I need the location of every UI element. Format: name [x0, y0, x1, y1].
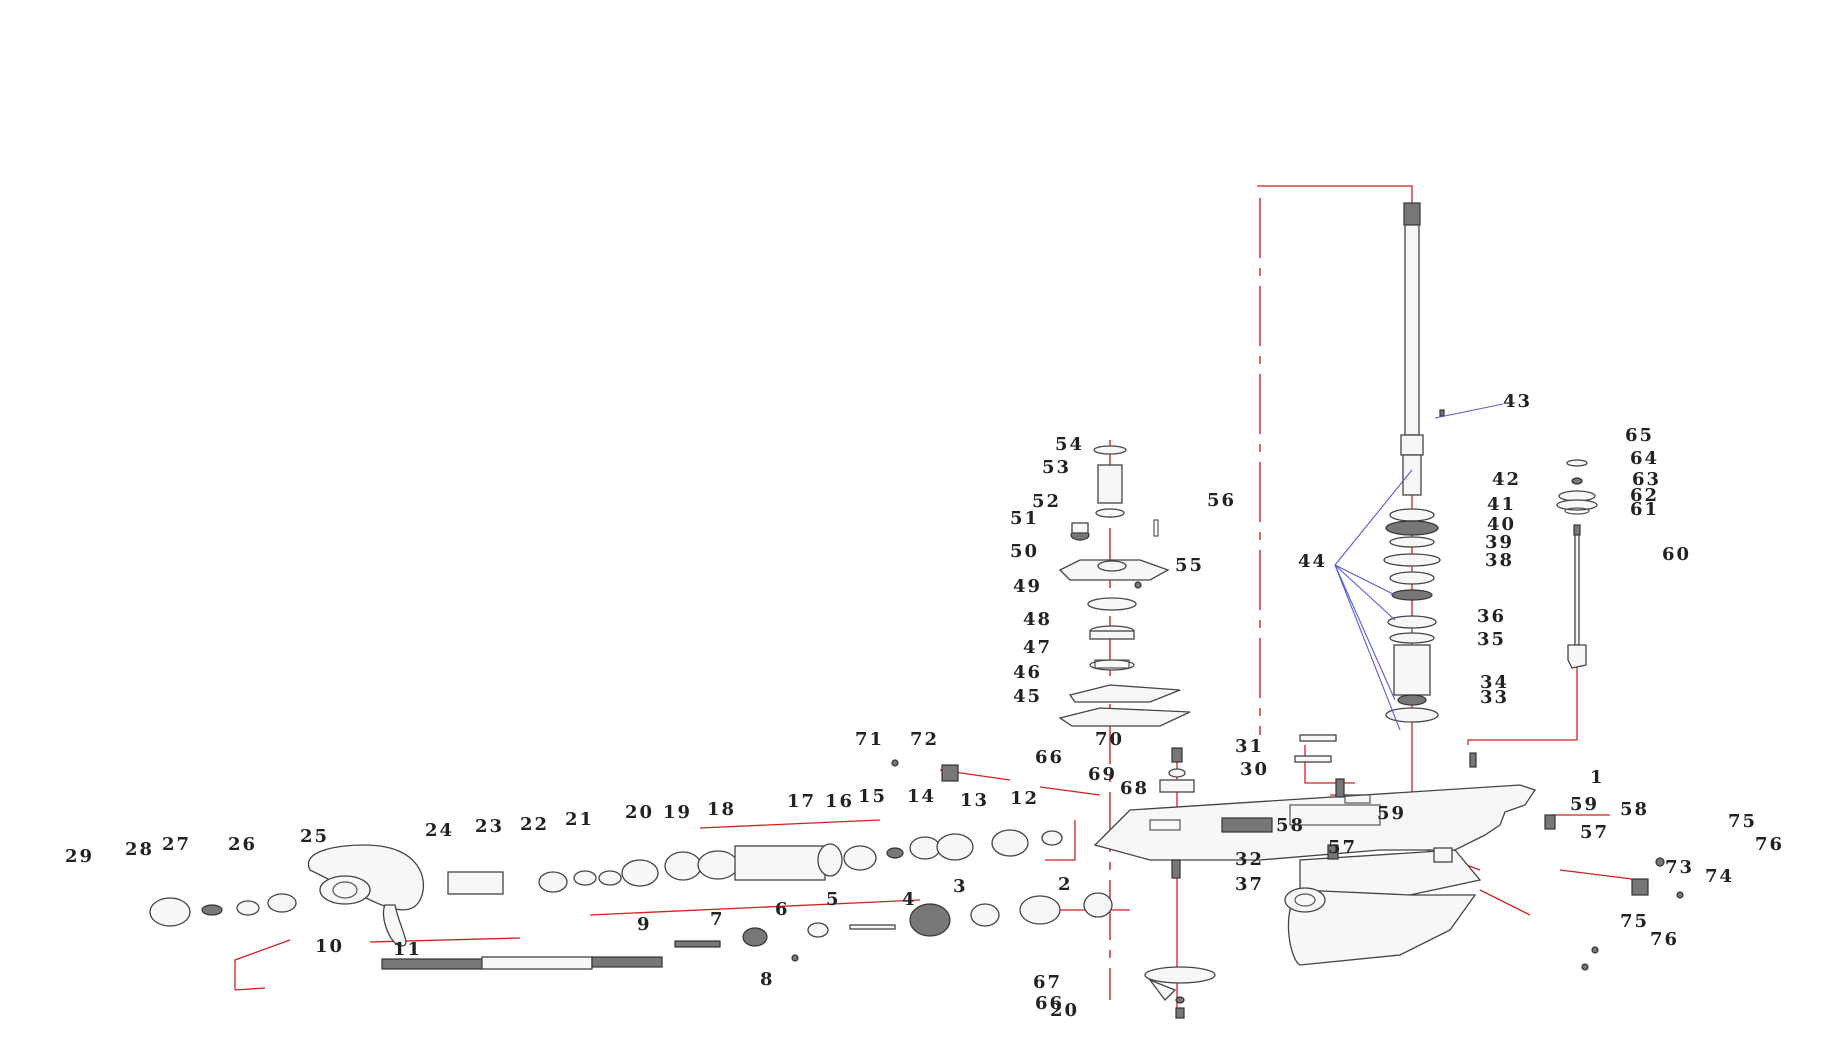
- part-label: 52: [1032, 491, 1061, 512]
- part-label: 69: [1088, 764, 1117, 785]
- part-label: 42: [1492, 469, 1521, 490]
- part-label: 53: [1042, 457, 1071, 478]
- part-label: 57: [1328, 837, 1357, 858]
- part-label: 58: [1276, 815, 1305, 836]
- part-label: 14: [907, 786, 936, 807]
- propeller: [307, 844, 504, 947]
- part-label: 39: [1485, 532, 1514, 553]
- part-label: 48: [1023, 609, 1052, 630]
- part-label: 59: [1377, 803, 1406, 824]
- part-label: 67: [1033, 972, 1062, 993]
- part-label: 76: [1755, 834, 1784, 855]
- part-label: 75: [1620, 911, 1649, 932]
- part-label: 31: [1235, 736, 1264, 757]
- part-label: 11: [393, 939, 422, 960]
- part-label: 73: [1665, 857, 1694, 878]
- propshaft-components: [149, 759, 1063, 927]
- part-label: 54: [1055, 434, 1084, 455]
- gearcase-housing: [1093, 784, 1537, 966]
- part-label: 64: [1630, 448, 1659, 469]
- part-label: 1: [1590, 767, 1605, 788]
- water-pump-stack: [1058, 445, 1191, 727]
- part-label: 20: [1050, 1000, 1079, 1021]
- part-label: 50: [1010, 541, 1039, 562]
- part-label: 47: [1023, 637, 1052, 658]
- part-label: 3: [953, 876, 968, 897]
- part-label: 35: [1477, 629, 1506, 650]
- part-label: 34: [1480, 672, 1509, 693]
- part-label: 5: [826, 889, 841, 910]
- part-label: 61: [1630, 499, 1659, 520]
- part-label: 16: [825, 791, 854, 812]
- shift-rod: [1556, 459, 1598, 669]
- propeller-shaft: [381, 940, 721, 970]
- part-label: 28: [125, 839, 154, 860]
- part-label: 6: [775, 899, 790, 920]
- part-label: 43: [1503, 391, 1532, 412]
- part-label: 36: [1477, 606, 1506, 627]
- part-label: 56: [1207, 490, 1236, 511]
- misc-fasteners: [1144, 409, 1684, 1019]
- part-label: 68: [1120, 778, 1149, 799]
- part-label: 23: [475, 816, 504, 837]
- part-label: 32: [1235, 849, 1264, 870]
- part-label: 13: [960, 790, 989, 811]
- part-label: 41: [1487, 494, 1516, 515]
- part-label: 33: [1480, 687, 1509, 708]
- part-label: 2: [1058, 874, 1073, 895]
- driveshaft: [1400, 202, 1424, 496]
- part-label: 70: [1095, 729, 1124, 750]
- part-label: 74: [1705, 866, 1734, 887]
- part-label: 66: [1035, 993, 1064, 1014]
- part-label: 37: [1235, 874, 1264, 895]
- part-label: 30: [1240, 759, 1269, 780]
- part-label: 72: [910, 729, 939, 750]
- part-label: 19: [663, 802, 692, 823]
- driveshaft-stack: [1383, 508, 1441, 723]
- part-label: 49: [1013, 576, 1042, 597]
- part-label: 65: [1625, 425, 1654, 446]
- part-label: 63: [1632, 469, 1661, 490]
- part-label: 59: [1570, 794, 1599, 815]
- part-label: 27: [162, 834, 191, 855]
- part-label: 9: [637, 914, 652, 935]
- part-label: 29: [65, 846, 94, 867]
- part-label: 51: [1010, 508, 1039, 529]
- part-label: 8: [760, 969, 775, 990]
- part-label: 22: [520, 814, 549, 835]
- part-label: 45: [1013, 686, 1042, 707]
- part-label: 57: [1580, 822, 1609, 843]
- part-label: 44: [1298, 551, 1327, 572]
- part-label: 17: [787, 791, 816, 812]
- part-label: 66: [1035, 747, 1064, 768]
- part-label: 21: [565, 809, 594, 830]
- part-label: 60: [1662, 544, 1691, 565]
- leader-lines: [1334, 403, 1504, 731]
- part-label: 7: [710, 909, 725, 930]
- part-label: 38: [1485, 550, 1514, 571]
- part-label: 76: [1650, 929, 1679, 950]
- lower-gear-components: [742, 892, 1113, 962]
- part-label: 58: [1620, 799, 1649, 820]
- part-label: 26: [228, 834, 257, 855]
- part-label: 12: [1010, 788, 1039, 809]
- part-label: 40: [1487, 514, 1516, 535]
- part-label: 71: [855, 729, 884, 750]
- part-label: 25: [300, 826, 329, 847]
- part-label: 15: [858, 786, 887, 807]
- part-label: 20: [625, 802, 654, 823]
- part-label: 75: [1728, 811, 1757, 832]
- part-labels: 1 2 3 4 5 6 7 8 9 10 11 12 13 14 15 16 1…: [65, 391, 1784, 1021]
- part-label: 24: [425, 820, 454, 841]
- part-label: 4: [902, 889, 917, 910]
- part-label: 55: [1175, 555, 1204, 576]
- part-label: 10: [315, 936, 344, 957]
- part-label: 62: [1630, 485, 1659, 506]
- part-label: 46: [1013, 662, 1042, 683]
- part-label: 18: [707, 799, 736, 820]
